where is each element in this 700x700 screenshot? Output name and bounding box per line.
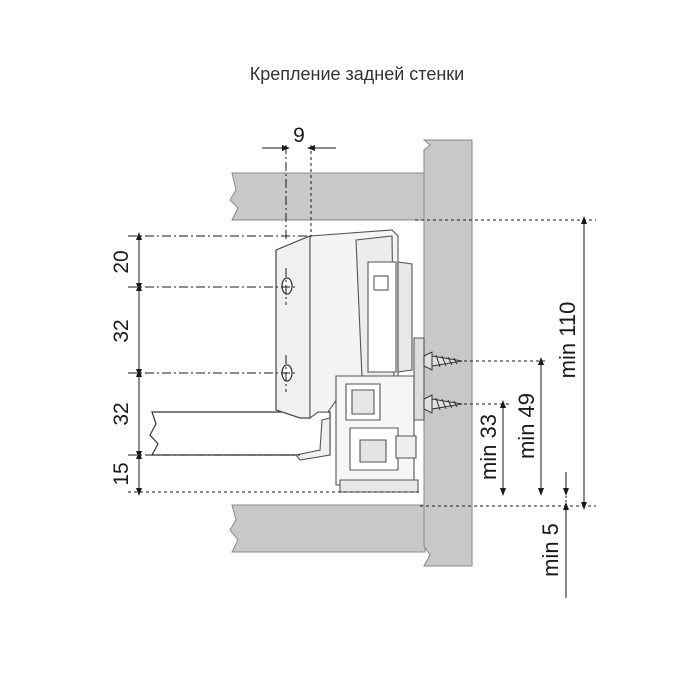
dimension-9-label: 9 [293,124,305,147]
back-wall-panel [422,139,473,567]
dimension-15-label: 15 [110,462,133,485]
dimension-min5-label: min 5 [538,523,563,577]
bracket-body [295,229,425,493]
dimension-min33-label: min 33 [476,414,501,480]
right-dimension-lines [500,216,587,598]
bracket-plate [275,235,311,419]
dimension-20-label: 20 [110,250,133,273]
dimension-min49-label: min 49 [514,393,539,459]
screw-upper [423,351,463,371]
top-panel [229,172,426,221]
dimension-min110-label: min 110 [555,302,580,379]
diagram-title: Крепление задней стенки [250,64,464,84]
dimension-32-lower-label: 32 [110,402,133,425]
dimension-32-upper-label: 32 [110,319,133,342]
mounting-hole-upper [281,277,293,295]
screw-lower [423,394,463,414]
bottom-panel [229,504,426,553]
